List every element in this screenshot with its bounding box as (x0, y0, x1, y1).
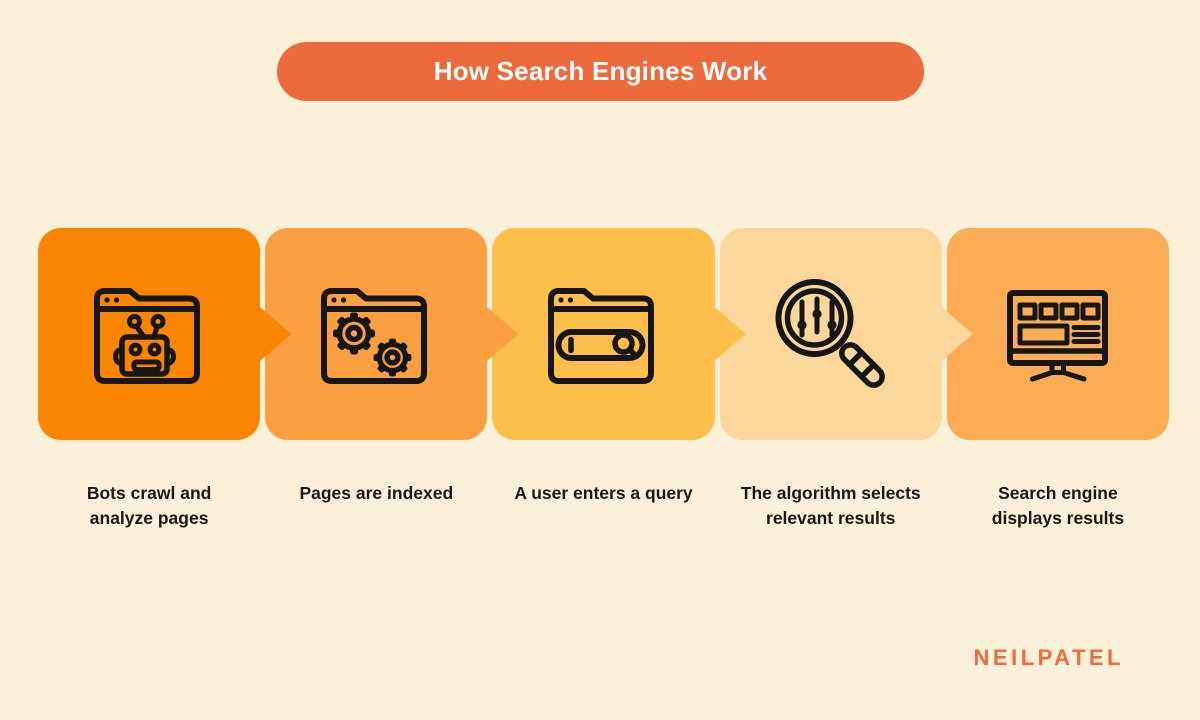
neilpatel-logo: NEILPATEL (973, 645, 1124, 670)
monitor-results-icon (1007, 289, 1109, 381)
search-bar-browser-icon (548, 287, 654, 384)
step-caption-3: A user enters a query (514, 483, 693, 503)
step-caption-1: Bots crawl and analyze pages (86, 483, 212, 528)
step-card-2 (265, 228, 519, 440)
step-caption-5: Search engine displays results (991, 483, 1125, 528)
title-banner: How Search Engines Work (277, 42, 924, 101)
step-card-4 (719, 228, 973, 440)
gears-browser-icon (320, 287, 427, 384)
step-caption-2: Pages are indexed (299, 483, 454, 503)
page-title: How Search Engines Work (433, 56, 768, 86)
steps-row (38, 228, 1170, 440)
step-card-1 (38, 228, 292, 440)
step-caption-4: The algorithm selects relevant results (740, 483, 921, 528)
step-card-5 (946, 228, 1170, 440)
step-card-3 (492, 228, 746, 440)
robot-browser-icon (93, 287, 200, 384)
magnifier-filters-icon (775, 278, 886, 388)
captions-row: Bots crawl and analyze pages Pages are i… (38, 481, 1169, 531)
